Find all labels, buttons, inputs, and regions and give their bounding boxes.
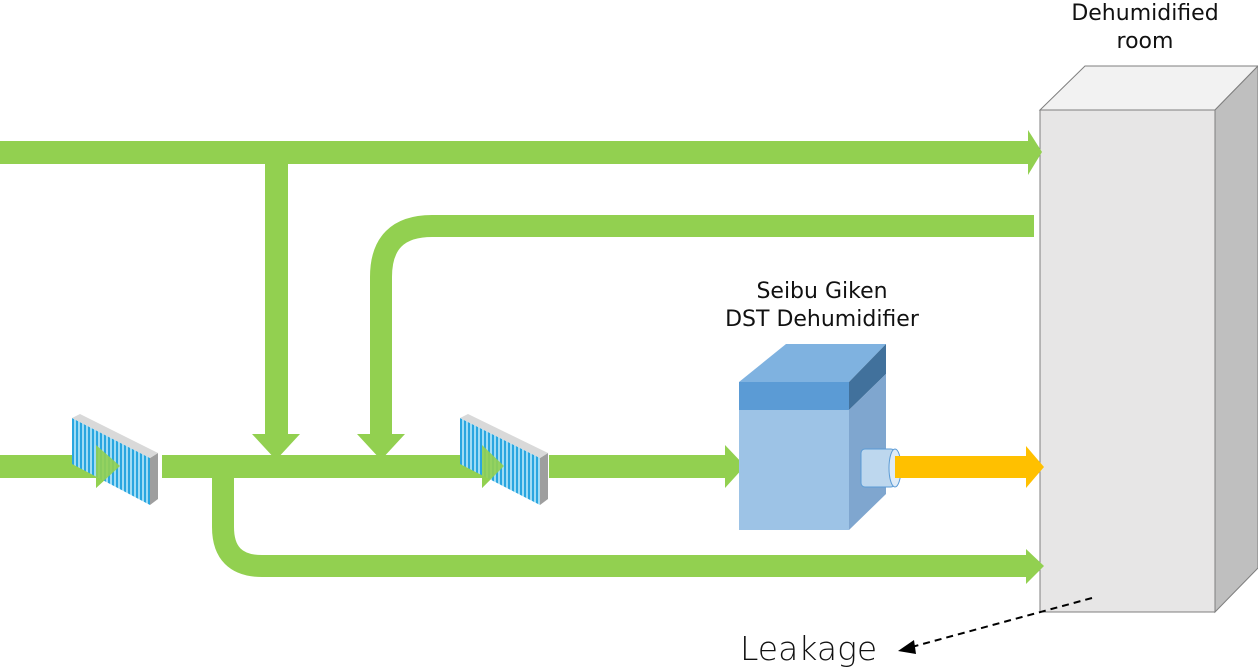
to-dehumidifier-airflow — [549, 445, 745, 488]
return-airflow — [357, 215, 1034, 460]
dehumidifier-label-line2: DST Dehumidifier — [725, 306, 919, 332]
dehumidified-room-box — [1038, 65, 1258, 614]
air-filter-icon — [72, 414, 158, 505]
dehumidifier-box-icon — [739, 344, 902, 530]
top-supply-airflow — [0, 130, 1042, 175]
dry-air-outflow — [895, 446, 1044, 488]
dehumidifier-label-line1: Seibu Giken — [756, 279, 888, 304]
air-filter-icon — [460, 414, 548, 505]
room-label-line2: room — [1116, 28, 1174, 54]
leakage-label: Leakage — [740, 629, 878, 668]
room-label: Dehumidified room — [1050, 0, 1240, 55]
dehumidifier-label: Seibu Giken DST Dehumidifier — [692, 278, 952, 333]
room-label-line1: Dehumidified — [1071, 1, 1219, 26]
bypass-down-airflow — [252, 152, 300, 460]
leakage-arrow — [898, 597, 1093, 654]
bottom-bypass-airflow — [212, 468, 1044, 584]
